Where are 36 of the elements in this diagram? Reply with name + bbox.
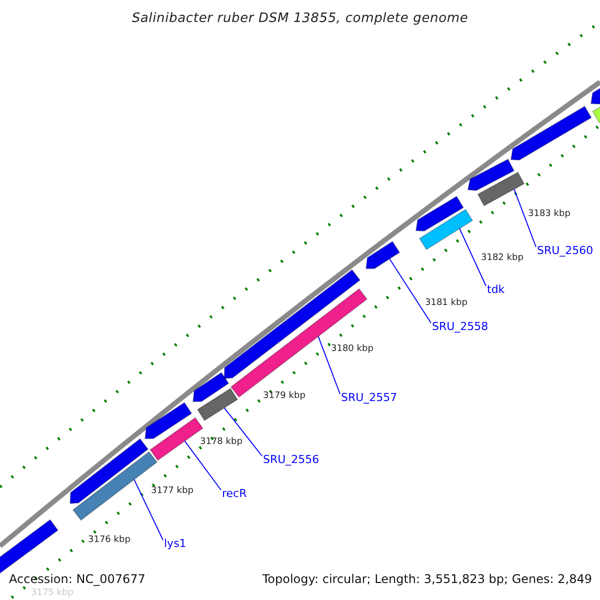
gene-segment xyxy=(192,372,230,402)
gene-segment xyxy=(144,402,192,440)
gene-label: lys1 xyxy=(164,537,186,550)
gene-label: SRU_2560 xyxy=(537,244,594,257)
gene-segment xyxy=(366,240,400,270)
leader-line xyxy=(184,440,222,490)
gene-segment xyxy=(467,158,515,192)
gene-bar xyxy=(0,519,59,574)
gene-label: SRU_2558 xyxy=(432,320,488,333)
leader-line xyxy=(134,479,164,540)
position-label: 3178 kbp xyxy=(200,437,242,448)
leader-line xyxy=(224,407,262,456)
genome-info-text: Topology: circular; Length: 3,551,823 bp; Genes: 2,849 xyxy=(262,572,592,587)
position-label: 3177 kbp xyxy=(151,486,194,497)
leader-line xyxy=(514,188,536,248)
leader-line xyxy=(389,258,432,324)
gene-label: recR xyxy=(222,487,247,500)
position-label: 3179 kbp xyxy=(263,391,306,402)
leader-line xyxy=(459,228,486,286)
gene-label: tdk xyxy=(487,283,505,296)
gene-bar xyxy=(418,208,474,250)
gene-segment xyxy=(510,106,592,161)
position-label: 3183 kbp xyxy=(528,209,570,220)
position-label: 3180 kbp xyxy=(331,344,374,355)
leader-line xyxy=(318,336,340,394)
gene-label: SRU_2557 xyxy=(341,391,398,404)
gene-bar xyxy=(477,172,525,206)
position-label: 3181 kbp xyxy=(425,298,468,309)
gene-segment xyxy=(70,438,149,504)
title: Salinibacter ruber DSM 13855, complete genome xyxy=(130,10,470,28)
accession-text: Accession: NC_007677 xyxy=(9,572,146,587)
gene-bar xyxy=(196,388,238,422)
gene-label: SRU_2556 xyxy=(263,453,320,466)
gene-segment xyxy=(415,196,464,232)
position-label: 3182 kbp xyxy=(481,253,524,264)
position-label: 3176 kbp xyxy=(88,535,130,546)
